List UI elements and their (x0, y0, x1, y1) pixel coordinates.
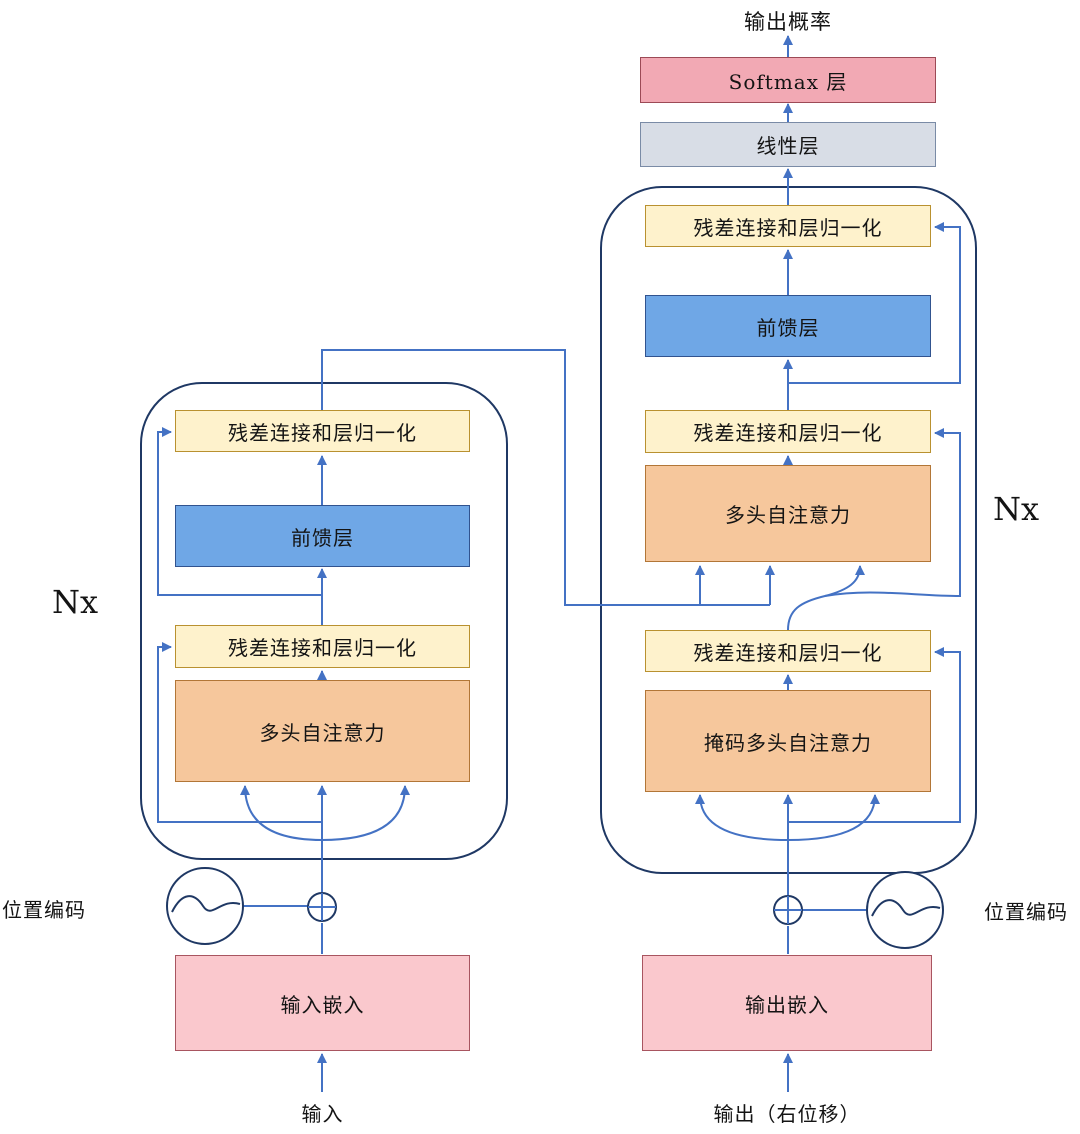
positional-encoding-sine-icon-right (866, 871, 944, 949)
decoder-addnorm-bottom-box: 残差连接和层归一化 (645, 630, 931, 672)
nx-label-encoder: Nx (52, 583, 99, 621)
linear-layer-box: 线性层 (640, 122, 936, 167)
encoder-feedforward-box: 前馈层 (175, 505, 470, 567)
encoder-attention-box: 多头自注意力 (175, 680, 470, 782)
decoder-cross-attention-box: 多头自注意力 (645, 465, 931, 562)
decoder-addnorm-mid-box: 残差连接和层归一化 (645, 410, 931, 453)
positional-encoding-sine-icon-left (166, 867, 244, 945)
input-label: 输入 (301, 1102, 344, 1126)
add-icon-left (307, 892, 337, 922)
output-probabilities-label: 输出概率 (744, 10, 832, 34)
encoder-addnorm-bottom-box: 残差连接和层归一化 (175, 625, 470, 668)
encoder-addnorm-top-box: 残差连接和层归一化 (175, 410, 470, 452)
positional-encoding-icons (166, 867, 944, 949)
encoder-container (140, 382, 508, 860)
output-embedding-box: 输出嵌入 (642, 955, 932, 1051)
positional-encoding-label-left: 位置编码 (2, 898, 86, 922)
positional-encoding-label-right: 位置编码 (984, 900, 1068, 924)
nx-label-decoder: Nx (993, 490, 1040, 528)
input-embedding-box: 输入嵌入 (175, 955, 470, 1051)
softmax-layer-box: Softmax 层 (640, 57, 936, 103)
decoder-feedforward-box: 前馈层 (645, 295, 931, 357)
add-icon-right (773, 895, 803, 925)
decoder-addnorm-top-box: 残差连接和层归一化 (645, 205, 931, 247)
decoder-masked-attention-box: 掩码多头自注意力 (645, 690, 931, 792)
output-shifted-right-label: 输出（右位移） (713, 1102, 861, 1126)
